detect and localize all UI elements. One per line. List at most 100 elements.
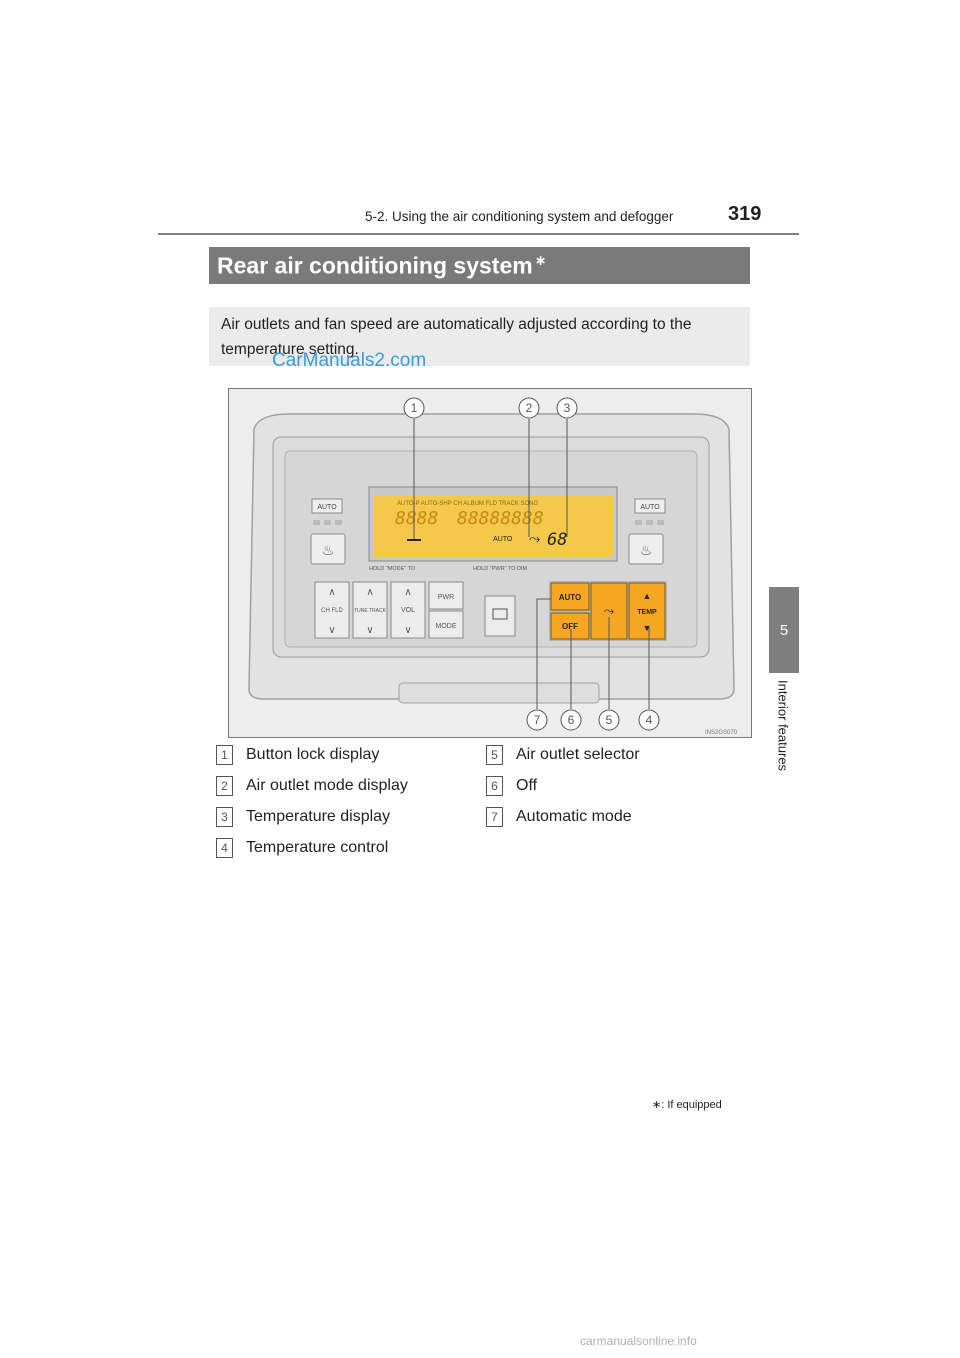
- legend-number: 3: [216, 807, 233, 827]
- chevron-up-icon: ∧: [366, 587, 373, 598]
- legend-item: 1 Button lock display: [216, 743, 408, 767]
- vol-label: VOL: [401, 607, 415, 614]
- chevron-up-icon: ∧: [404, 587, 411, 598]
- footnote: ∗: If equipped: [652, 1098, 722, 1111]
- button-lock-indicator: [407, 539, 421, 541]
- lcd-hint-right: HOLD "PWR" TO DIM: [473, 566, 528, 572]
- right-seat-heater-button: [628, 533, 664, 565]
- left-indicator-3: [335, 520, 342, 525]
- left-indicator-1: [313, 520, 320, 525]
- mode-button: [428, 610, 464, 639]
- temp-down-icon: ▼: [643, 623, 652, 633]
- right-indicator-2: [646, 520, 653, 525]
- lcd-hint-left: HOLD "MODE" TO: [369, 566, 416, 572]
- chevron-down-icon: ∨: [328, 625, 335, 636]
- legend-item: 5 Air outlet selector: [486, 743, 640, 767]
- callout-circle-2: [518, 397, 540, 419]
- left-seat-heater-button: [310, 533, 346, 565]
- temp-label: TEMP: [637, 609, 657, 616]
- right-indicator-3: [657, 520, 664, 525]
- off-button: [550, 612, 590, 640]
- lcd-segment-labels: AUTO-P AUTO-SHP CH ALBUM FLD TRACK SONG: [397, 501, 538, 507]
- callout-number-7: 7: [534, 713, 541, 727]
- legend-label: Automatic mode: [516, 808, 632, 825]
- rear-ac-panel-figure: AUTO ♨ AUTO ♨ AUTO-P AUTO-SHP CH ALBUM F…: [228, 388, 752, 738]
- chevron-down-icon: ∨: [404, 625, 411, 636]
- chapter-number: 5: [779, 621, 789, 639]
- legend-number: 4: [216, 838, 233, 858]
- pwr-label: PWR: [438, 594, 454, 601]
- left-indicator-2: [324, 520, 331, 525]
- callout-number-1: 1: [411, 401, 418, 415]
- right-indicator-1: [635, 520, 642, 525]
- lcd-display: [373, 495, 613, 557]
- callout-circle-5: [598, 709, 620, 731]
- legend-right-column: 5 Air outlet selector 6 Off 7 Automatic mod…: [486, 743, 640, 829]
- intro-box: Air outlets and fan speed are automatica…: [209, 307, 750, 366]
- left-auto-button: [311, 498, 343, 514]
- chevron-up-icon: ∧: [328, 587, 335, 598]
- header-rule: [158, 233, 799, 235]
- tune-track-label: TUNE TRACK: [354, 608, 387, 614]
- legend-number: 7: [486, 807, 503, 827]
- page-number: 319: [728, 203, 762, 225]
- legend-number: 1: [216, 745, 233, 765]
- legend-label: Button lock display: [246, 746, 380, 763]
- legend-label: Temperature control: [246, 839, 389, 856]
- seat-heater-icon: ♨: [322, 542, 335, 558]
- temp-up-icon: ▲: [643, 591, 652, 601]
- screen-button: [484, 595, 516, 637]
- legend-number: 5: [486, 745, 503, 765]
- lcd-auto-label: AUTO: [493, 536, 513, 543]
- lcd-digits-left: 8888: [395, 508, 438, 529]
- callout-number-4: 4: [646, 713, 653, 727]
- temp-control-button: [628, 582, 666, 640]
- callout-number-5: 5: [606, 713, 613, 727]
- chevron-down-icon: ∨: [366, 625, 373, 636]
- off-label: OFF: [562, 622, 578, 631]
- legend-label: Air outlet selector: [516, 746, 640, 763]
- legend-label: Off: [516, 777, 538, 794]
- footnote-text: : If equipped: [661, 1099, 722, 1111]
- air-outlet-icon: ⤳: [604, 603, 615, 618]
- header-section-title: 5-2. Using the air conditioning system a…: [365, 209, 674, 224]
- legend-number: 2: [216, 776, 233, 796]
- lcd-digits-right: 88888888: [457, 508, 544, 529]
- callout-circle-3: [556, 397, 578, 419]
- left-auto-label: AUTO: [317, 504, 337, 511]
- vol-button: [390, 581, 426, 639]
- watermark: CarManuals2.com: [272, 350, 427, 371]
- lcd-temperature: 68: [547, 530, 567, 550]
- section-title-text: Rear air conditioning system: [217, 252, 533, 279]
- callout-circle-4: [638, 709, 660, 731]
- chapter-label: Interior features: [775, 680, 791, 772]
- auto-mode-button: [550, 582, 590, 611]
- mode-label: MODE: [436, 623, 457, 630]
- legend-item: 4 Temperature control: [216, 836, 408, 860]
- callout-line-7: [536, 598, 551, 709]
- footnote-marker: ∗: [652, 1099, 662, 1111]
- bottom-watermark: carmanualsonline.info: [580, 1334, 697, 1348]
- callout-number-6: 6: [568, 713, 575, 727]
- pwr-button: [428, 581, 464, 610]
- bottom-tray: [398, 682, 600, 704]
- callout-number-3: 3: [564, 401, 571, 415]
- seat-heater-icon: ♨: [640, 542, 653, 558]
- screen-icon: [492, 608, 508, 620]
- section-title-bar: Rear air conditioning system∗: [209, 247, 750, 284]
- ch-fld-label: CH FLD: [321, 608, 343, 614]
- callout-circle-7: [526, 709, 548, 731]
- panel-illustration: AUTO ♨ AUTO ♨ AUTO-P AUTO-SHP CH ALBUM F…: [229, 389, 751, 737]
- intro-text: Air outlets and fan speed are automatica…: [221, 316, 692, 358]
- callout-circle-6: [560, 709, 582, 731]
- if-equipped-marker: ∗: [534, 251, 547, 268]
- tune-track-button: [352, 581, 388, 639]
- auto-mode-label: AUTO: [559, 593, 582, 602]
- chapter-tab: 5: [769, 587, 799, 673]
- legend-item: 6 Off: [486, 774, 640, 798]
- right-auto-button: [634, 498, 666, 514]
- legend-number: 6: [486, 776, 503, 796]
